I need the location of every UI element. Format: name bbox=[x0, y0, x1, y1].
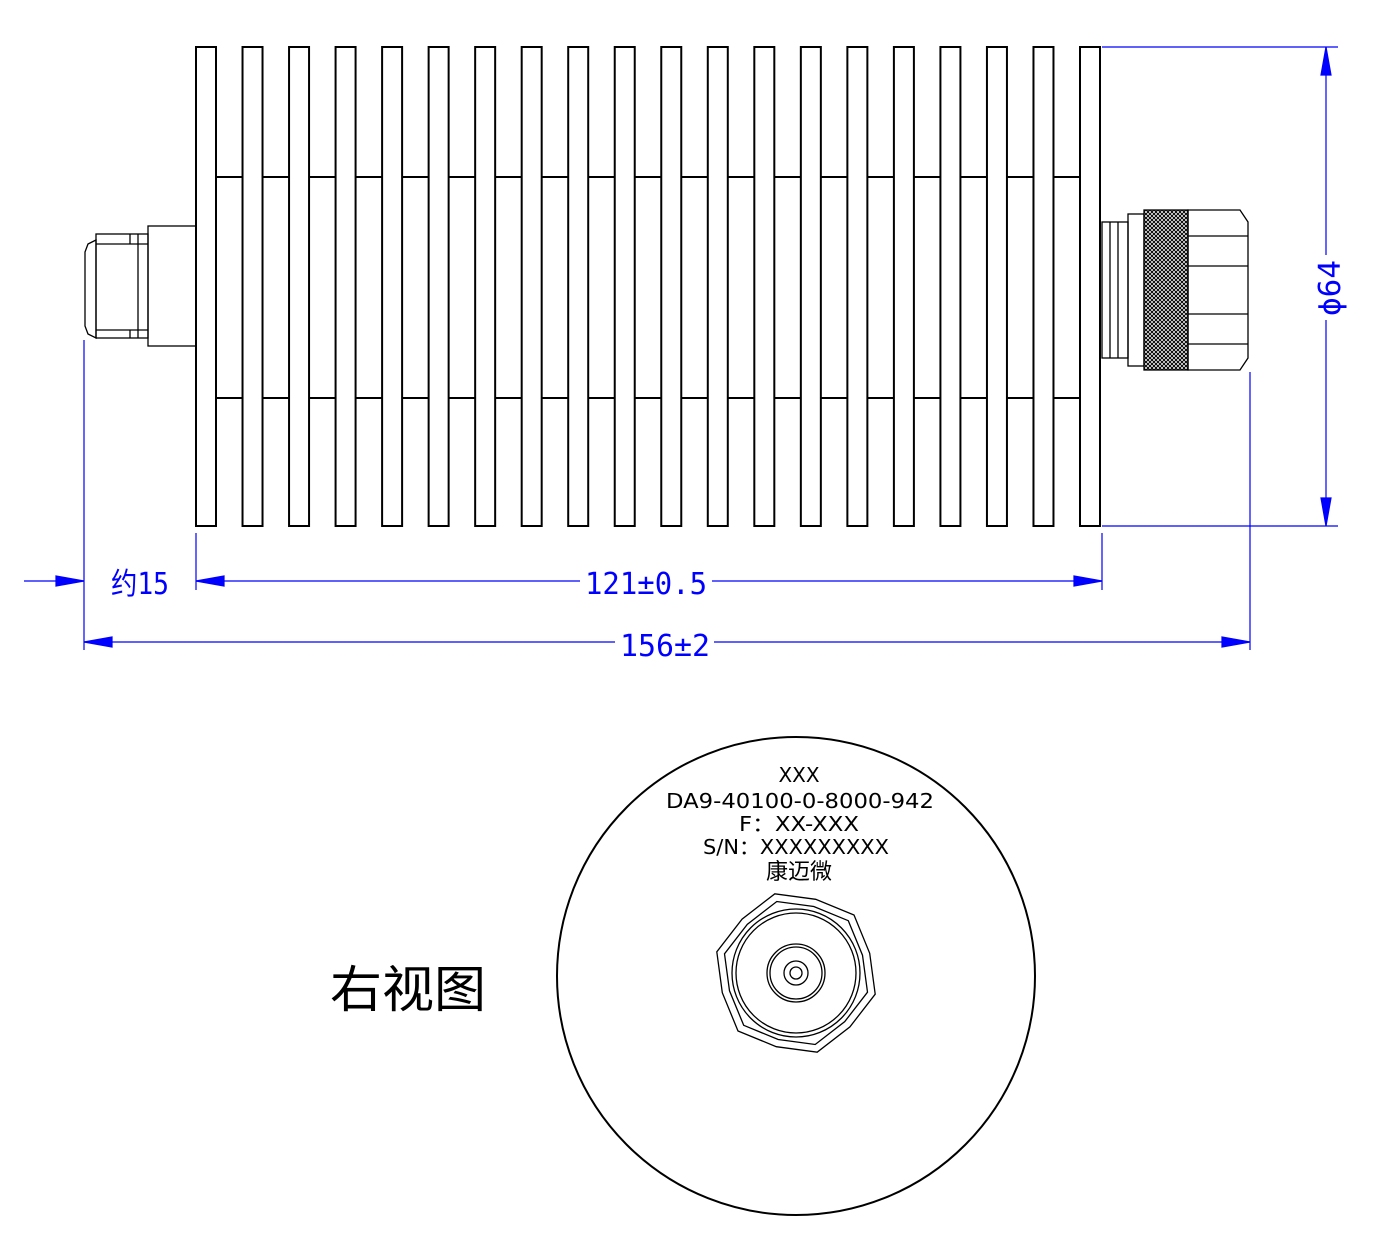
arrowhead bbox=[1221, 636, 1251, 648]
heatsink-fin bbox=[1032, 46, 1055, 527]
heatsink-fin bbox=[892, 46, 915, 527]
end-face-outline bbox=[556, 736, 1036, 1216]
heatsink-fin bbox=[241, 46, 264, 527]
heatsink-fin bbox=[660, 46, 683, 527]
heatsink-core-lines bbox=[216, 176, 1080, 399]
heatsink-fin bbox=[846, 46, 869, 527]
arrowhead bbox=[1320, 497, 1332, 527]
hex-nut-inner bbox=[723, 900, 869, 1046]
arrowhead bbox=[83, 636, 113, 648]
left-connector bbox=[84, 225, 197, 347]
dim-diameter: ϕ64 bbox=[1313, 260, 1348, 316]
heatsink-fin bbox=[288, 46, 311, 527]
right-view: XXX DA9-40100-0-8000-942 F：XX-XXX S/N：XX… bbox=[556, 736, 1036, 1216]
dimensions bbox=[24, 46, 1338, 650]
heatsink-fin bbox=[799, 46, 822, 527]
heatsink-fin bbox=[195, 46, 217, 527]
engraving-serial: S/N：XXXXXXXXX bbox=[703, 835, 889, 859]
dim-connector-length: 约15 bbox=[111, 567, 169, 602]
knurled-nut bbox=[1143, 209, 1189, 371]
heatsink-fin bbox=[567, 46, 590, 527]
dim-body-length: 121±0.5 bbox=[585, 567, 707, 602]
heatsink-fin bbox=[706, 46, 729, 527]
engraving-frequency: F：XX-XXX bbox=[739, 812, 859, 836]
hex-nut-outline bbox=[716, 893, 876, 1053]
heatsink-fin bbox=[427, 46, 450, 527]
heatsink-fin bbox=[753, 46, 776, 527]
heatsink-fin bbox=[1079, 46, 1101, 527]
heatsink-fin bbox=[474, 46, 497, 527]
connector-end-view bbox=[716, 893, 876, 1053]
dim-total-length: 156±2 bbox=[620, 629, 710, 664]
heatsink-body bbox=[195, 46, 1101, 527]
arrowhead bbox=[55, 575, 85, 587]
arrowhead bbox=[1320, 46, 1332, 76]
heatsink-fin bbox=[613, 46, 636, 527]
engraving-model: DA9-40100-0-8000-942 bbox=[666, 789, 934, 813]
right-view-label: 右视图 bbox=[330, 961, 486, 1019]
engraving-line1: XXX bbox=[778, 763, 819, 787]
heatsink-fins bbox=[195, 46, 1101, 527]
heatsink-fin bbox=[520, 46, 543, 527]
heatsink-fin bbox=[334, 46, 357, 527]
arrowhead bbox=[1073, 575, 1103, 587]
right-connector bbox=[1101, 209, 1249, 371]
engraving-maker: 康迈微 bbox=[766, 860, 832, 885]
heatsink-fin bbox=[939, 46, 962, 527]
heatsink-fin bbox=[381, 46, 404, 527]
center-pin bbox=[789, 966, 803, 980]
heatsink-fin bbox=[985, 46, 1008, 527]
